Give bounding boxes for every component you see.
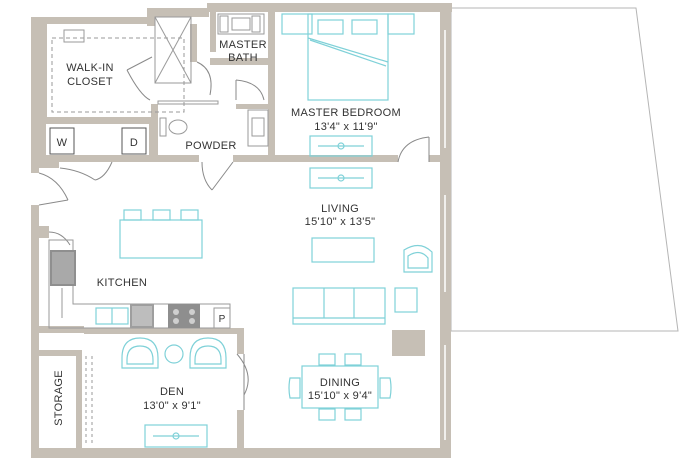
room-label-dining: DINING: [320, 377, 360, 389]
sink-icon: [95, 307, 129, 325]
towel-bar: [157, 100, 219, 105]
side-table: [394, 287, 418, 313]
dishwasher: [130, 304, 154, 328]
closet-shelving: [51, 37, 185, 113]
dryer: [121, 127, 147, 155]
kitchen-island: [119, 209, 203, 259]
pantry-label: P: [219, 314, 226, 325]
balcony-outline: [450, 7, 679, 332]
den-console: [144, 424, 208, 448]
bedroom-dresser: [309, 135, 373, 157]
room-label-living: LIVING: [321, 203, 359, 215]
armchair-icon: [403, 244, 433, 273]
bath-vanity: [217, 13, 265, 35]
shower: [154, 16, 192, 84]
room-size-den: 13'0" x 9'1": [143, 400, 201, 412]
den-side-table: [164, 344, 184, 364]
dryer-label: D: [130, 137, 138, 149]
media-console: [309, 167, 373, 189]
den-closet: [85, 356, 93, 446]
bed-icon: [281, 13, 415, 101]
room-label-walk-in: WALK-IN: [66, 62, 114, 74]
room-label-bath: BATH: [228, 52, 258, 64]
room-label-kitchen: KITCHEN: [97, 277, 147, 289]
door-swing-icon: [38, 56, 430, 410]
room-label-den: DEN: [160, 386, 184, 398]
fridge-icon: [50, 250, 76, 286]
stove-icon: [168, 304, 200, 328]
dining-table-icon: [288, 353, 392, 421]
room-label-closet: CLOSET: [67, 76, 113, 88]
kitchen-counter: [48, 239, 231, 329]
washer-dryer: W D: [49, 127, 147, 155]
room-size-master-bedroom: 13'4" x 11'9": [314, 121, 377, 133]
room-label-master: MASTER: [219, 39, 267, 51]
pantry: [213, 307, 231, 329]
coffee-table: [311, 237, 375, 263]
toilet-icon: [159, 117, 188, 137]
room-label-master-bedroom: MASTER BEDROOM: [291, 107, 401, 119]
washer: [49, 127, 75, 155]
closet-shelf-box: [63, 29, 85, 43]
armchair-icon: [121, 337, 227, 369]
room-label-powder: POWDER: [185, 140, 236, 152]
sofa-icon: [292, 287, 386, 325]
washer-label: W: [57, 137, 68, 149]
room-label-storage: STORAGE: [53, 370, 65, 426]
sink-icon: [247, 109, 269, 147]
room-size-dining: 15'10" x 9'4": [308, 390, 372, 402]
room-size-living: 15'10" x 13'5": [305, 216, 376, 228]
